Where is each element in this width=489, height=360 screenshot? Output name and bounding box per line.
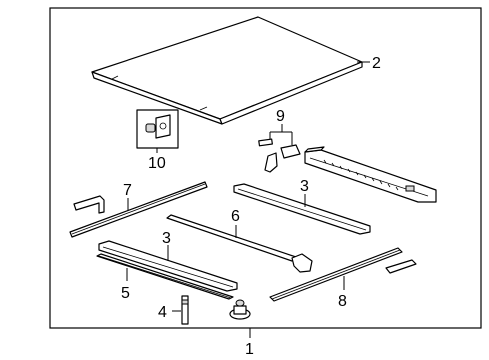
callout-10: 10 <box>148 155 166 172</box>
callout-9: 9 <box>276 108 285 125</box>
cross-bar <box>166 214 313 273</box>
latch-rail <box>304 146 437 203</box>
callout-3a: 3 <box>300 178 309 195</box>
side-rail-upper <box>233 183 371 235</box>
seal-strip <box>96 253 234 300</box>
clamp-bracket <box>181 295 189 325</box>
latch-cylinder <box>136 109 179 149</box>
callout-8: 8 <box>338 293 347 310</box>
cover-knob <box>229 299 251 320</box>
latch-hardware <box>258 138 301 173</box>
callout-2: 2 <box>372 55 381 72</box>
callout-7: 7 <box>123 182 132 199</box>
side-rail-lower <box>98 240 238 292</box>
rear-rail <box>269 247 417 302</box>
seal-strip-with-key <box>69 181 208 238</box>
callout-1: 1 <box>245 341 254 358</box>
cover-panel <box>91 16 363 125</box>
diagram-frame <box>49 7 482 329</box>
callout-6: 6 <box>231 208 240 225</box>
callout-3b: 3 <box>162 230 171 247</box>
callout-5: 5 <box>121 285 130 302</box>
callout-4: 4 <box>158 304 167 321</box>
